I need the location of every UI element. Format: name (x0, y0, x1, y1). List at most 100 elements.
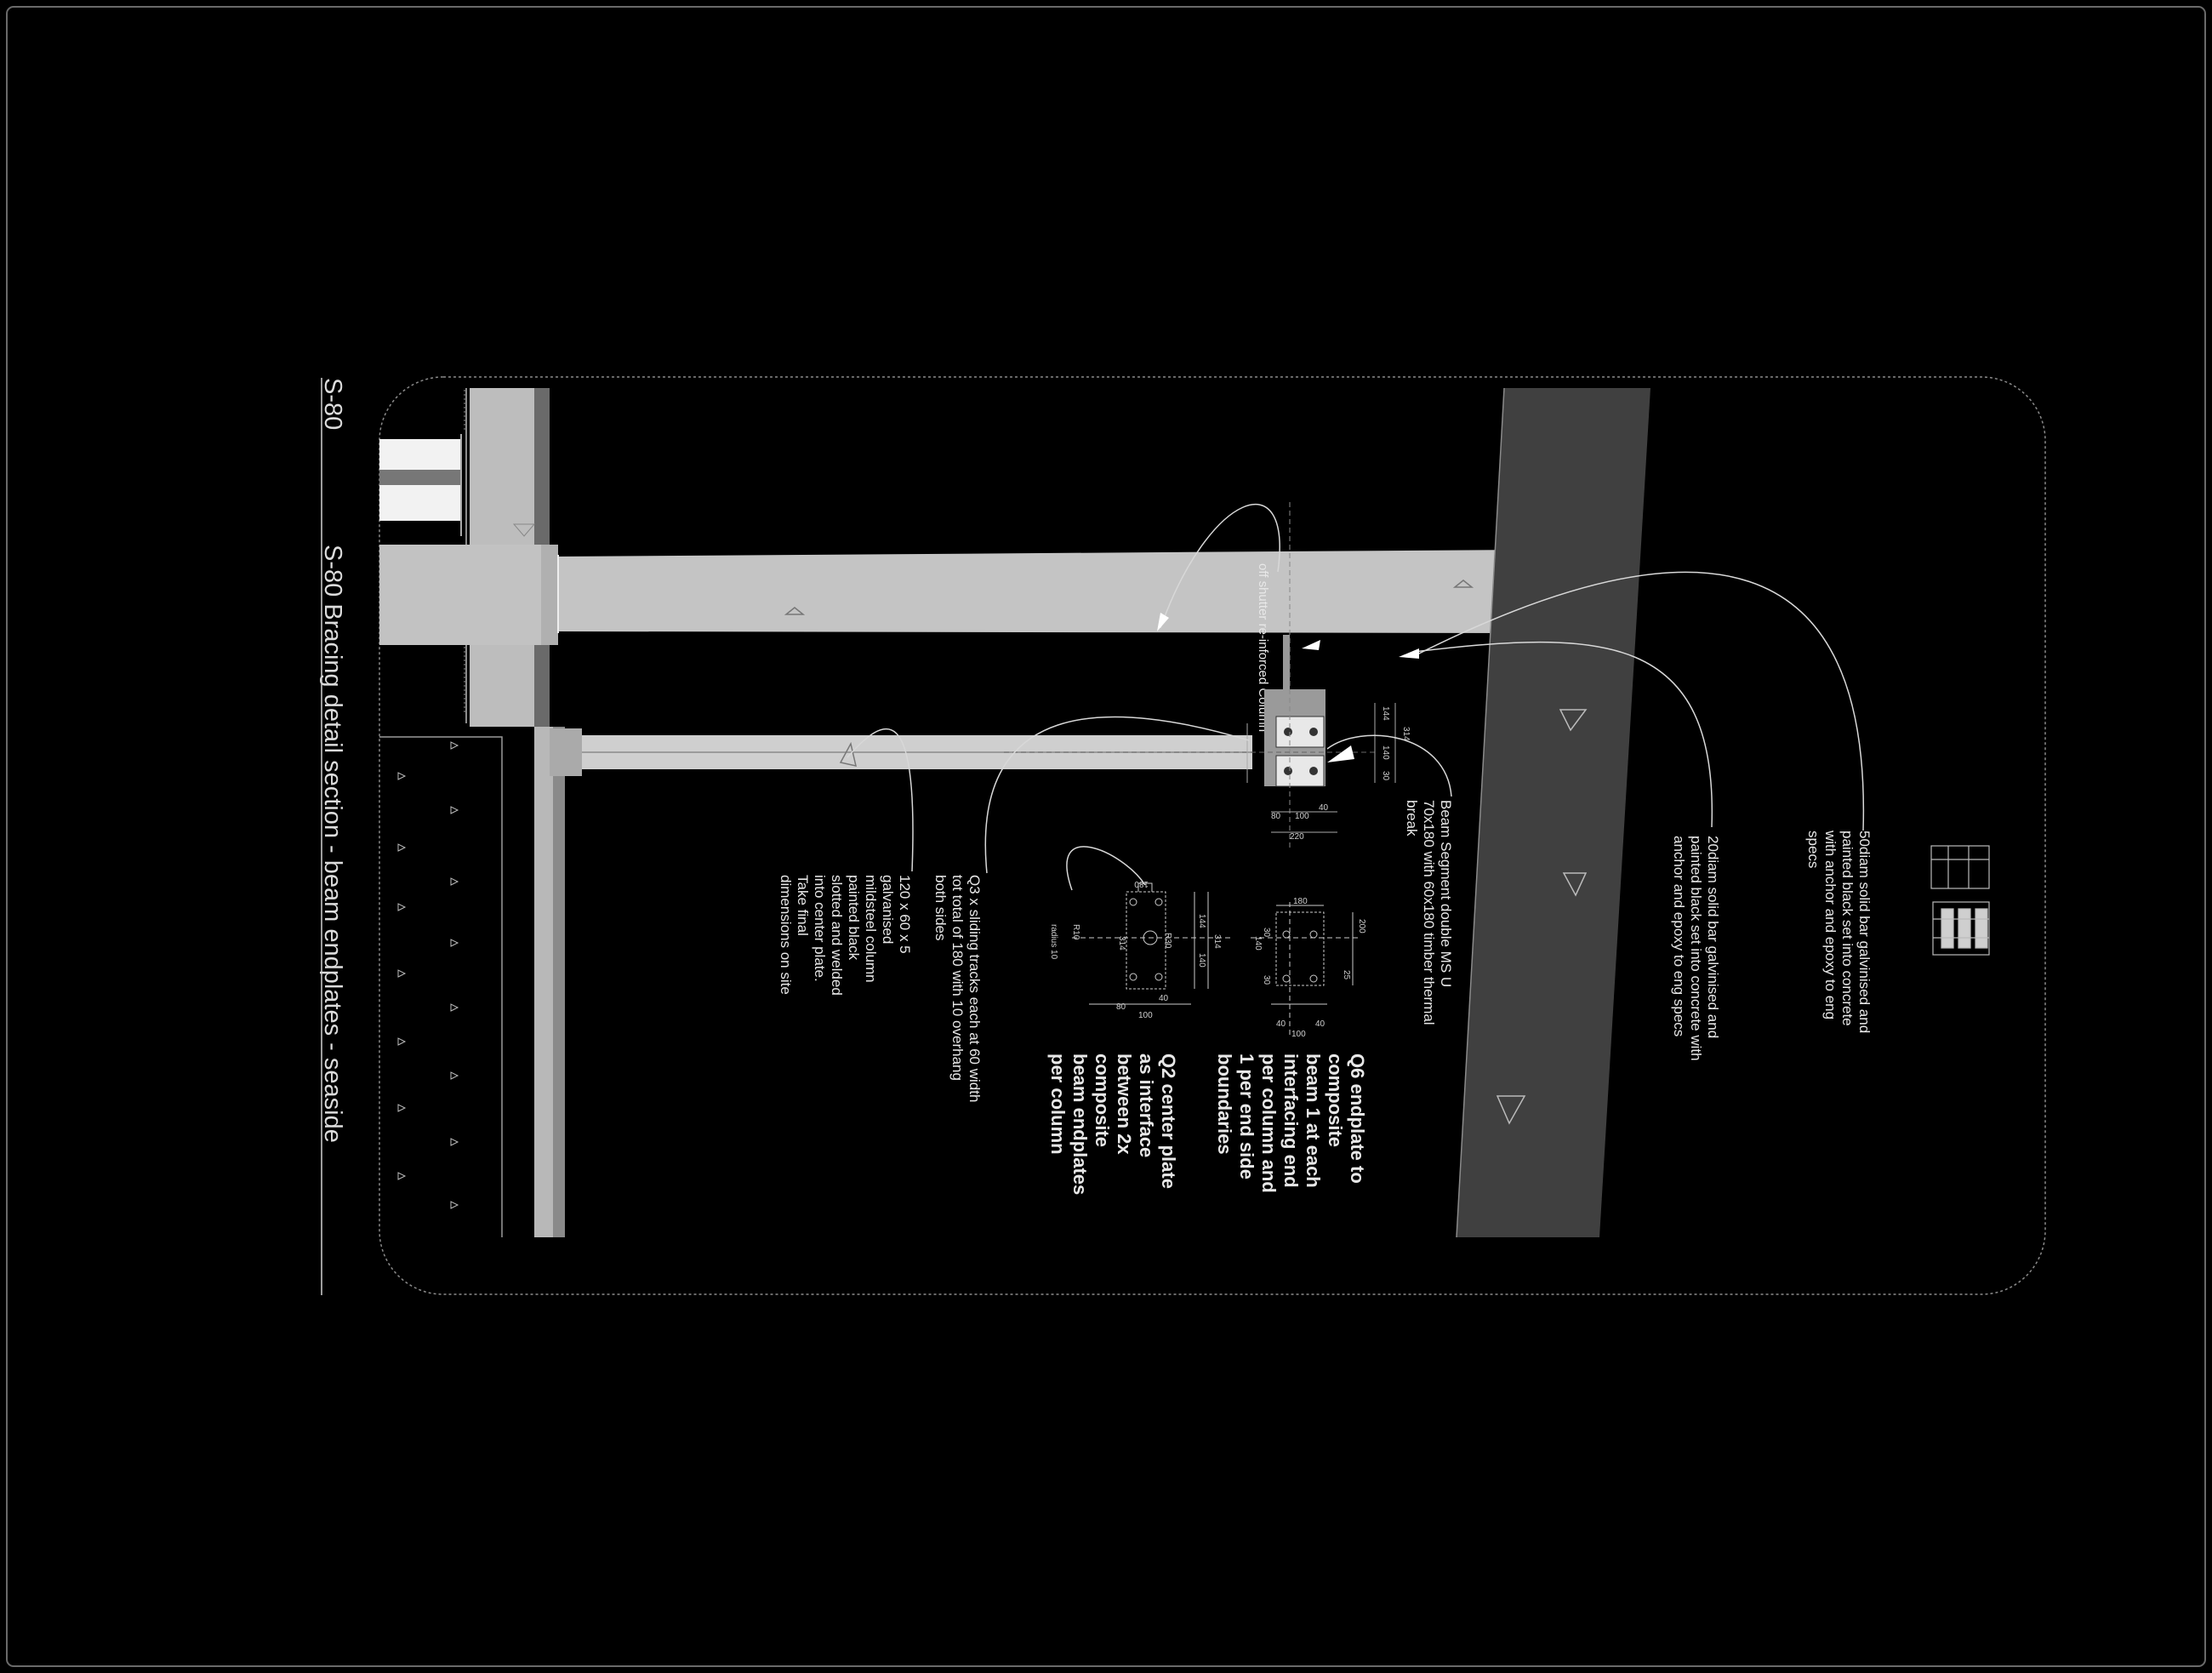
column-marker-triangle-2 (1452, 580, 1474, 588)
note-line: galvanised (880, 875, 896, 944)
note-line: as interface (1136, 1053, 1157, 1157)
dim-40: 40 (1319, 803, 1329, 813)
note-line: 20diam solid bar galvinised and (1705, 836, 1721, 1038)
key-plan-thumbnail (1930, 845, 1990, 956)
dim-100: 100 (1295, 812, 1309, 821)
note-line: 50diam solid bar galvinised and (1856, 831, 1873, 1033)
dim-100-c: 100 (1291, 1030, 1306, 1039)
dim-144: 144 (1381, 706, 1390, 721)
detail-viewport-frame (379, 376, 2046, 1295)
note-line: with anchor and epoxy to eng (1822, 830, 1839, 1019)
leader-arrows (1157, 613, 1419, 762)
note-line: Q3 x sliding tracks each at 60 width (966, 875, 983, 1102)
note-q6-endplate: Q6 endplate to composite beam 1 at each … (1214, 1053, 1368, 1193)
horizontal-slab (379, 545, 555, 645)
reinforced-concrete-column (558, 550, 1528, 633)
note-50diam-bar: 50diam solid bar galvinised and painted … (1805, 830, 1873, 1033)
note-line: per column (1047, 1053, 1069, 1155)
note-line: composite (1325, 1053, 1346, 1147)
note-line: Beam Segment double MS U (1438, 800, 1454, 987)
dim-140-c: 140 (1253, 936, 1263, 951)
window-frame-white-lower (379, 485, 461, 521)
wall-triangle-2 (1562, 872, 1588, 897)
leader-lines (847, 504, 1865, 891)
dim-radius-10: radius 10 (1049, 924, 1058, 960)
note-line: 1 per end side (1236, 1053, 1257, 1179)
dim-r30: R30 (1163, 933, 1172, 949)
endplate-dimensions (1246, 703, 1396, 833)
note-line: beam 1 at each (1303, 1053, 1324, 1188)
endplate-plan-detail (1251, 902, 1361, 1038)
lower-wall-post-edge (553, 727, 565, 1237)
note-line: composite (1092, 1053, 1113, 1147)
dim-140-b: 140 (1197, 953, 1206, 968)
boundary-wall-edge (1456, 387, 1505, 1238)
note-q2-center-plate: Q2 center plate as interface between 2x … (1047, 1053, 1179, 1195)
note-line: dimensions on site (778, 875, 794, 995)
note-120x60-column: 120 x 60 x 5 galvanised mildsteel column… (778, 875, 913, 996)
sheet-title: S-80 Bracing detail section - beam endpl… (319, 545, 346, 1143)
column-marker-triangle (784, 607, 806, 615)
note-line: both sides (932, 875, 949, 941)
note-line: Q6 endplate to (1347, 1053, 1368, 1184)
note-line: painted black set into concrete with (1688, 836, 1704, 1061)
foundation-outline (379, 736, 503, 1237)
dim-100-b: 100 (1138, 1011, 1153, 1020)
note-line: specs (1805, 831, 1821, 868)
note-line: mildsteel column (863, 875, 879, 983)
dim-40-d: 40 (1315, 1019, 1325, 1029)
window-frame-gray (379, 470, 461, 485)
window-frame-white-upper (379, 439, 461, 470)
dim-140: 140 (1381, 745, 1390, 760)
slab-edge (541, 545, 558, 645)
note-line: Take final (795, 875, 811, 936)
note-line: anchor and epoxy to eng specs (1671, 836, 1687, 1036)
slab-marker-triangle (512, 523, 536, 537)
center-plate-detail (1072, 882, 1234, 1005)
wall-triangle-1 (1559, 709, 1588, 732)
boundary-wall (1457, 388, 1650, 1237)
dim-314-b: 314 (1117, 936, 1126, 951)
bolt (1284, 728, 1292, 736)
dim-30-b: 30 (1262, 928, 1271, 938)
dim-180-b: 180 (1293, 897, 1308, 906)
dim-180-a: 180 (1134, 879, 1149, 888)
foundation-hatch-marks (397, 741, 459, 1209)
dim-30: 30 (1381, 771, 1390, 781)
dim-144-b: 144 (1197, 914, 1206, 928)
note-line: painted black (846, 875, 862, 961)
wall-triangle-3 (1496, 1095, 1526, 1125)
note-line: into center plate. (812, 875, 828, 982)
note-line: interfacing end (1280, 1053, 1302, 1188)
dim-40-c: 40 (1276, 1019, 1286, 1029)
beam-marker-triangle (839, 741, 857, 767)
note-line: tot total of 180 with 10 overhang (949, 875, 966, 1081)
bolt (1309, 728, 1318, 736)
dim-80-b: 80 (1116, 1002, 1126, 1012)
note-line: Q2 center plate (1158, 1053, 1179, 1189)
dim-80: 80 (1271, 812, 1281, 821)
dim-200: 200 (1357, 919, 1366, 934)
bolt (1309, 767, 1318, 775)
note-line: between 2x (1114, 1053, 1135, 1155)
note-line: beam endplates (1069, 1053, 1091, 1195)
dim-314: 314 (1401, 727, 1411, 741)
left-structure (379, 388, 565, 1237)
dim-220: 220 (1290, 832, 1304, 842)
dim-30-c: 30 (1262, 975, 1271, 985)
note-beam-segment: Beam Segment double MS U 70x180 with 60x… (1404, 800, 1454, 1025)
dim-25: 25 (1342, 970, 1351, 980)
note-line: slotted and welded (829, 875, 845, 996)
dim-r10: R10 (1071, 924, 1080, 940)
sheet-border (6, 6, 2206, 1667)
beam-end-cap (550, 728, 582, 776)
note-line: break (1404, 800, 1420, 836)
note-20diam-bar: 20diam solid bar galvinised and painted … (1671, 836, 1721, 1061)
dim-314-c: 314 (1212, 934, 1222, 949)
sheet-number: S-80 (319, 378, 346, 430)
bolt (1284, 767, 1292, 775)
note-q3-sliding-tracks: Q3 x sliding tracks each at 60 width tot… (932, 875, 983, 1102)
dim-40-b: 40 (1159, 994, 1169, 1003)
note-line: per column and (1258, 1053, 1280, 1193)
